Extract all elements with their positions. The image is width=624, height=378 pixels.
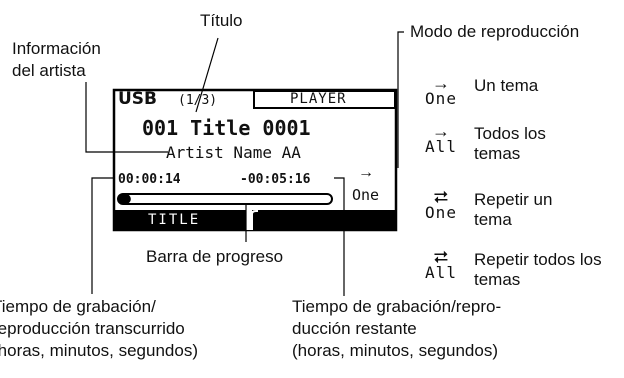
lcd-mode-label: One (352, 186, 380, 204)
lcd-frame (112, 88, 398, 232)
softkey-bar (114, 210, 396, 230)
arrow-right-icon: → All (425, 121, 457, 156)
callout-modo: Modo de reproducción (410, 22, 580, 41)
callout-restante-line2: ducción restante (292, 319, 417, 338)
softkey-divider (246, 210, 252, 230)
callout-restante-line3: (horas, minutos, segundos) (292, 341, 498, 360)
callout-line-restante (334, 177, 345, 296)
arrow-right-icon: → One (425, 73, 457, 108)
callout-line-transcurrido (91, 177, 114, 294)
lcd-track-index: (1/3) (178, 93, 218, 108)
lcd-remaining-time: -00:05:16 (240, 172, 311, 187)
callout-line-modo (397, 31, 404, 168)
softkey-tab-edge (251, 210, 258, 230)
mode-legend-repeat-one-desc: Repetir un tema (474, 190, 553, 229)
mode-legend-repeat-all-desc: Repetir todos los temas (474, 250, 602, 289)
mode-legend-all-desc: Todos los temas (474, 124, 546, 163)
lcd-track-title: 001 Title 0001 (142, 116, 311, 140)
callout-titulo: Título (200, 11, 243, 30)
callout-line-artista (85, 82, 168, 153)
softkey-title-button[interactable]: TITLE (148, 212, 201, 228)
progress-bar-fill (118, 194, 131, 204)
mode-legend-repeat-one: ⮂ One Repetir un tema (418, 187, 564, 230)
progress-bar-track (117, 193, 333, 205)
mode-legend-all: → All Todos los temas (418, 121, 564, 164)
callout-barra: Barra de progreso (146, 247, 284, 266)
repeat-icon: ⮂ One (425, 187, 457, 222)
callout-artista-line1: Información (12, 39, 101, 58)
repeat-icon: ⮂ All (425, 247, 457, 282)
lcd-mode-arrow-icon: → (358, 164, 374, 181)
callout-line-titulo (195, 37, 219, 113)
callout-transcurrido-line2: reproducción transcurrido (0, 319, 185, 338)
callout-artista-line2: del artista (12, 61, 86, 80)
lcd-elapsed-time: 00:00:14 (118, 172, 181, 187)
player-tab-box (253, 90, 396, 109)
mode-legend-one-desc: Un tema (474, 76, 539, 95)
mode-legend-one: → One Un tema (418, 73, 584, 108)
lcd-player-tab[interactable]: PLAYER (290, 91, 347, 107)
lcd-source: USB (118, 89, 158, 109)
lcd-artist-name: Artist Name AA (166, 143, 301, 162)
callout-restante-line1: Tiempo de grabación/repro- (292, 297, 502, 316)
callout-transcurrido-line1: Tiempo de grabación/ (0, 297, 156, 316)
mode-legend-repeat-all: ⮂ All Repetir todos los temas (418, 247, 604, 290)
callout-transcurrido-line3: (horas, minutos, segundos) (0, 341, 198, 360)
